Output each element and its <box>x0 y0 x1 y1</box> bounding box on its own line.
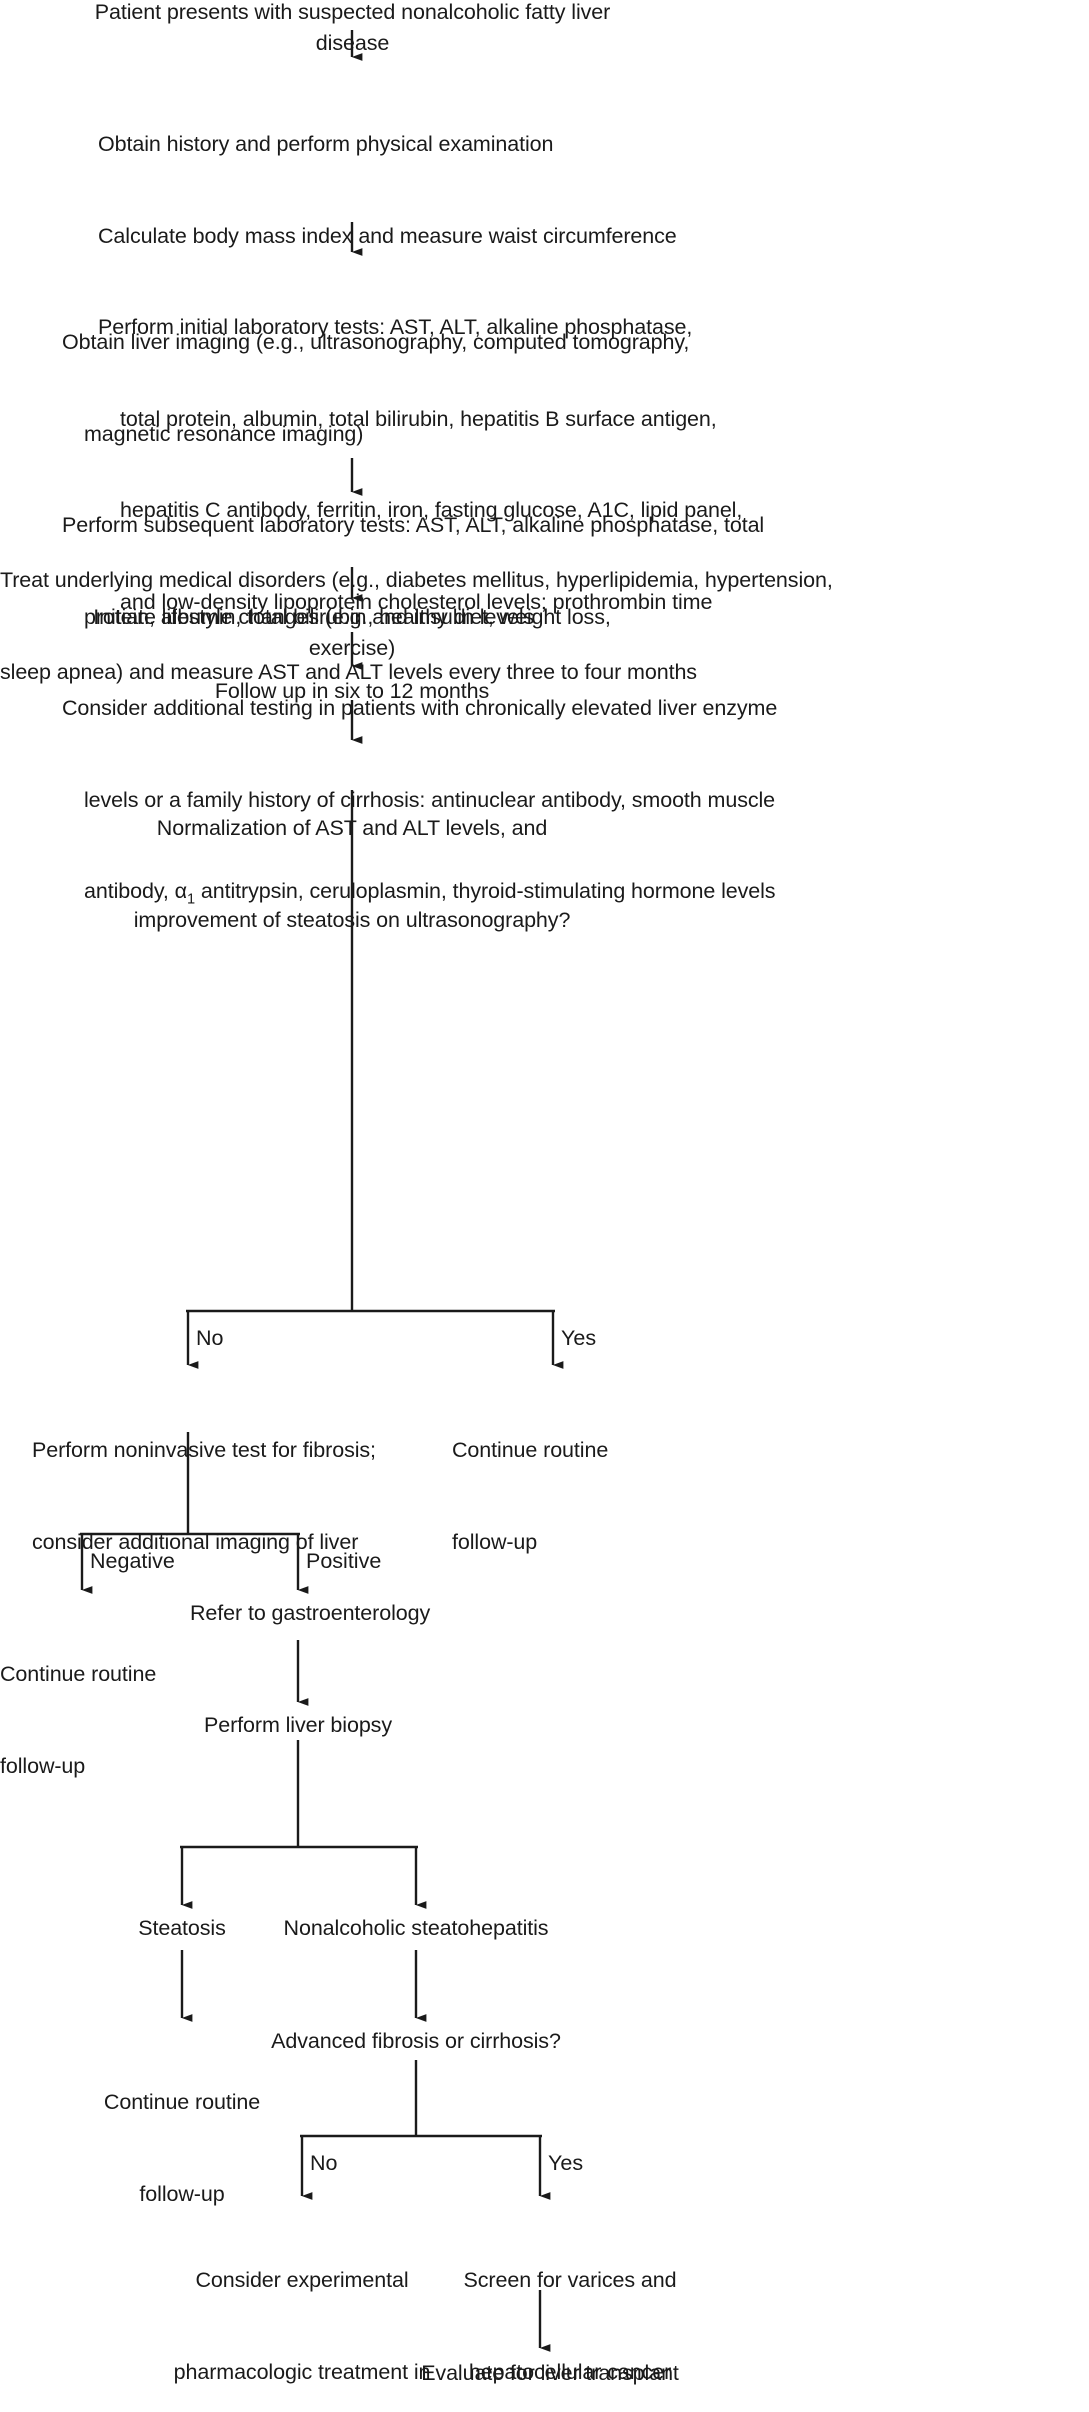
screen-line-1: Screen for varices and <box>463 2268 677 2292</box>
initial-workup-line-1: Obtain history and perform physical exam… <box>98 132 554 156</box>
continue-routine-2-line-2: follow-up <box>0 1753 86 1778</box>
edge-label-positive: Positive <box>306 1549 382 1573</box>
node-initial-workup: Obtain history and perform physical exam… <box>98 68 778 678</box>
node-continue-routine-2: Continue routine follow-up <box>0 1598 300 1842</box>
node-liver-biopsy: Perform liver biopsy <box>204 1713 392 1737</box>
node-continue-routine-3: Continue routine follow-up <box>62 2026 302 2270</box>
imaging-line-7-prefix: antibody, <box>84 879 175 903</box>
treat-line-1: Treat underlying medical disorders (e.g.… <box>0 568 833 592</box>
treat-line-2: sleep apnea) and measure AST and ALT lev… <box>0 659 697 684</box>
node-decision-advanced-fibrosis: Advanced fibrosis or cirrhosis? <box>271 2029 561 2053</box>
edge-label-no-1: No <box>196 1326 224 1350</box>
continue-routine-2-line-1: Continue routine <box>0 1662 157 1686</box>
node-imaging-and-labs: Obtain liver imaging (e.g., ultrasonogra… <box>62 266 1002 976</box>
continue-routine-3-line-2: follow-up <box>139 2181 225 2206</box>
imaging-line-1: Obtain liver imaging (e.g., ultrasonogra… <box>62 330 690 354</box>
node-refer-gastroenterology: Refer to gastroenterology <box>190 1601 431 1625</box>
initial-workup-line-3: Perform initial laboratory tests: AST, A… <box>98 315 693 339</box>
node-experimental-treatment: Consider experimental pharmacologic trea… <box>152 2204 452 2412</box>
edge-label-no-2: No <box>310 2151 338 2175</box>
edge-label-yes-1: Yes <box>561 1326 597 1350</box>
decision-normalization-line-2: improvement of steatosis on ultrasonogra… <box>133 907 571 932</box>
initial-workup-line-6: and low-density lipoprotein cholesterol … <box>120 589 713 614</box>
continue-routine-1-line-2: follow-up <box>452 1529 538 1554</box>
node-screen-varices: Screen for varices and hepatocellular ca… <box>420 2204 720 2412</box>
node-treat-disorders: Treat underlying medical disorders (e.g.… <box>0 504 1089 748</box>
edge-label-yes-2: Yes <box>548 2151 584 2175</box>
alpha-subscript: 1 <box>186 891 196 908</box>
noninvasive-line-2: consider additional imaging of liver <box>32 1529 359 1554</box>
initial-workup-line-4: total protein, albumin, total bilirubin,… <box>120 406 717 431</box>
imaging-line-4: protein, albumin, total bilirubin and in… <box>84 604 535 629</box>
experimental-line-2: pharmacologic treatment in <box>173 2359 431 2384</box>
experimental-line-1: Consider experimental <box>195 2268 409 2292</box>
initial-workup-line-5: hepatitis C antibody, ferritin, iron, fa… <box>120 498 743 522</box>
imaging-line-7-suffix: antitrypsin, ceruloplasmin, thyroid-stim… <box>195 879 776 903</box>
node-outcome-steatosis: Steatosis <box>138 1916 226 1940</box>
edge-label-negative: Negative <box>90 1549 175 1573</box>
node-patient-presents: Patient presents with suspected nonalcoh… <box>94 0 617 55</box>
node-decision-normalization: Normalization of AST and ALT levels, and… <box>52 752 652 996</box>
decision-normalization-line-1: Normalization of AST and ALT levels, and <box>156 816 548 840</box>
node-evaluate-transplant: Evaluate for liver transplant <box>421 2361 679 2385</box>
screen-line-2: hepatocellular cancer <box>468 2359 672 2384</box>
imaging-line-6: levels or a family history of cirrhosis:… <box>84 787 776 812</box>
node-lifestyle-changes: Initiate lifestyle changes (e.g., health… <box>93 605 617 660</box>
continue-routine-3-line-1: Continue routine <box>103 2090 261 2114</box>
imaging-line-2: magnetic resonance imaging) <box>84 421 364 446</box>
node-outcome-nash: Nonalcoholic steatohepatitis <box>283 1916 549 1940</box>
imaging-line-7: antibody, α1 antitrypsin, ceruloplasmin,… <box>62 876 1002 915</box>
initial-workup-line-2: Calculate body mass index and measure wa… <box>98 223 677 248</box>
node-follow-up: Follow up in six to 12 months <box>214 679 490 703</box>
continue-routine-1-line-1: Continue routine <box>452 1438 609 1462</box>
noninvasive-line-1: Perform noninvasive test for fibrosis; <box>32 1438 376 1462</box>
alpha-glyph: α <box>174 879 187 903</box>
imaging-line-3: Perform subsequent laboratory tests: AST… <box>62 513 765 537</box>
imaging-line-5: Consider additional testing in patients … <box>62 696 778 720</box>
node-continue-routine-1: Continue routine follow-up <box>452 1374 752 1618</box>
node-noninvasive-test: Perform noninvasive test for fibrosis; c… <box>32 1374 452 1618</box>
